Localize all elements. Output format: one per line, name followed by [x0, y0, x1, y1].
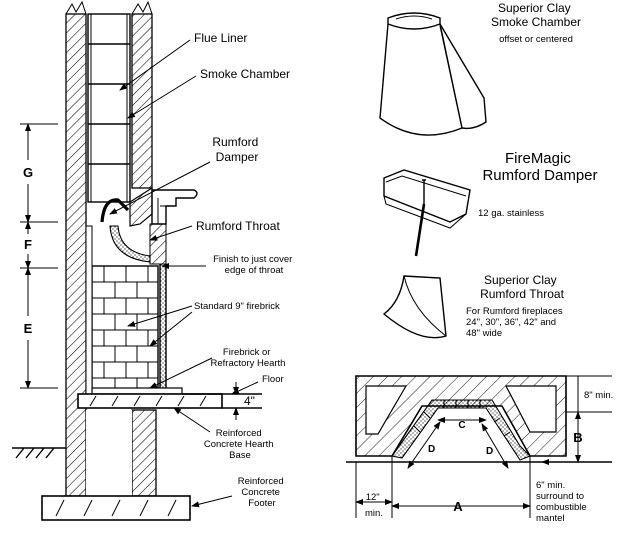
smoke-chamber-wall [129, 186, 153, 227]
svg-text:B: B [573, 430, 582, 445]
svg-text:FireMagic Rumford Damper: FireMagic Rumford Damper [482, 150, 597, 184]
chimney-wall-left [65, 13, 87, 497]
plan-view: 8" min. B C D D A 12" min. 6" min. surro… [346, 375, 613, 524]
dim-f: F [24, 237, 32, 252]
svg-text:A: A [453, 499, 463, 514]
concrete-hearth-base [77, 393, 223, 409]
label-smoke-chamber: Smoke Chamber [200, 67, 290, 81]
svg-text:Superior Clay Smoke Cham: Superior Clay Smoke Chamber [491, 1, 581, 29]
label-hearth-lining: Firebrick or Refractory Hearth [211, 347, 286, 369]
label-rumford-throat: Rumford Throat [196, 219, 280, 233]
flue-liner [87, 13, 131, 203]
throat-piece [109, 225, 151, 263]
mantel-shelf [151, 189, 198, 225]
svg-text:12" min.: 12" min. [365, 492, 383, 519]
callout-leaders [109, 39, 259, 508]
label-footer: Reinforced Concrete Footer [238, 476, 287, 509]
firebrick-courses [92, 266, 158, 390]
svg-text:C: C [458, 420, 465, 431]
foundation-wall [131, 409, 157, 497]
label-finish-note: Finish to just cover edge of throat [213, 254, 295, 276]
throat-product: Superior Clay Rumford Throat For Rumford… [382, 273, 565, 339]
svg-text:D: D [428, 444, 435, 455]
smoke-chamber-product: Superior Clay Smoke Chamber offset or ce… [379, 1, 581, 136]
svg-text:6" min. surround to: 6" min. surround to combustible mantel [536, 480, 589, 524]
vertical-dimensions [20, 123, 58, 389]
dim-g: G [23, 165, 33, 180]
svg-text:Superior Clay Rumford Th: Superior Clay Rumford Throat [480, 273, 564, 301]
label-firebrick: Standard 9" firebrick [194, 301, 280, 312]
svg-text:D: D [486, 446, 493, 457]
svg-text:offset or centered: offset or centered [499, 34, 573, 45]
label-rumford-damper: Rumford Damper [212, 135, 261, 164]
svg-text:8" min.: 8" min. [584, 390, 613, 401]
svg-text:12 ga. stainless: 12 ga. stainless [478, 208, 544, 219]
dim-4-inch: 4" [244, 394, 255, 408]
label-hearth-base: Reinforced Concrete Hearth Base [204, 428, 276, 461]
damper-product: FireMagic Rumford Damper 12 ga. stainles… [383, 150, 598, 257]
svg-text:For Rumford fireplaces 2: For Rumford fireplaces 24", 30", 36", 42… [466, 306, 565, 339]
dim-e: E [24, 321, 33, 336]
chimney-wall-right [131, 13, 153, 189]
label-flue-liner: Flue Liner [194, 31, 247, 45]
refractory-hearth [91, 387, 183, 395]
damper-blade [100, 198, 130, 223]
ground-line [12, 447, 66, 459]
section-view: G F E 4" Flue Liner Smoke Chamber Rumfor… [12, 0, 295, 521]
label-floor: Floor [262, 374, 284, 385]
